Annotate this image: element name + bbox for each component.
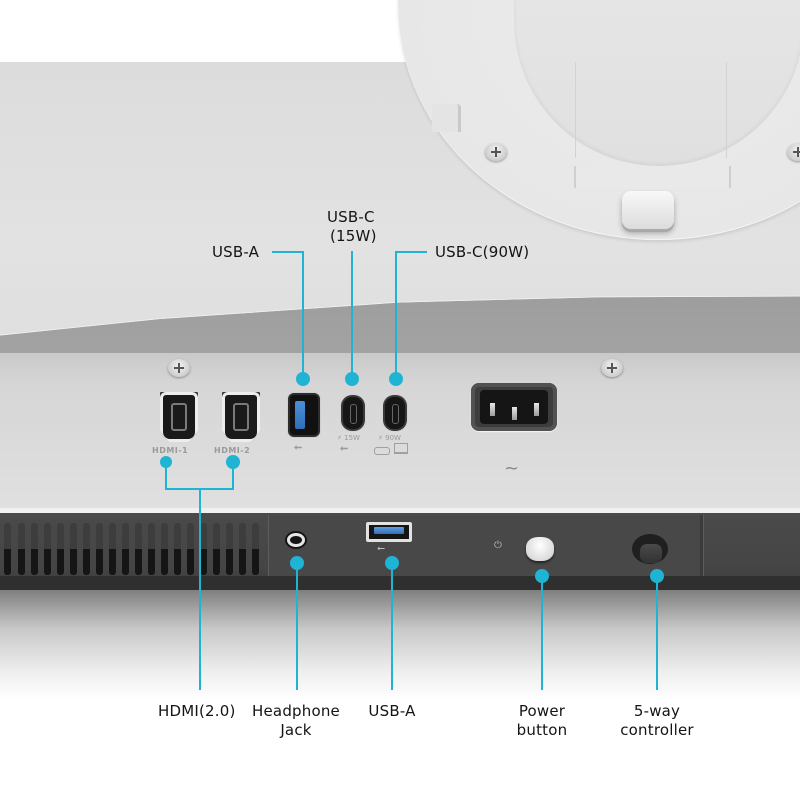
vent-slot — [148, 523, 155, 575]
callout-label-usb-a-rear: USB-A — [212, 243, 260, 261]
five-way-controller[interactable] — [640, 544, 662, 562]
usb-c-90w-port[interactable] — [385, 397, 405, 429]
usb-c-15w-port[interactable] — [343, 397, 363, 429]
vent-slot — [213, 523, 220, 575]
power-icon: ⏻ — [494, 540, 502, 551]
vent-slot — [226, 523, 233, 575]
inlet-pin — [534, 403, 539, 416]
screw-icon — [485, 143, 507, 161]
vent-slot — [161, 523, 168, 575]
stand-seam — [726, 62, 727, 158]
callout-label-power-line1: Power — [518, 702, 566, 720]
callout-line — [272, 251, 304, 253]
rim-highlight — [0, 508, 800, 513]
vent-slot — [18, 523, 25, 575]
inlet-pin — [490, 403, 495, 416]
callout-label-headphone-line1: Headphone — [252, 702, 340, 720]
rim-divider — [700, 515, 704, 577]
callout-line — [232, 462, 234, 489]
callout-line — [199, 488, 201, 690]
callout-line — [165, 462, 167, 489]
callout-dot — [345, 372, 359, 386]
vent-slot — [44, 523, 51, 575]
screw-icon — [601, 359, 623, 377]
vent-slot — [70, 523, 77, 575]
callout-label-usb-c-15w-line2: (15W) — [330, 227, 377, 245]
screw-icon — [168, 359, 190, 377]
rim-edge — [0, 576, 800, 590]
vent-slot — [135, 523, 142, 575]
callout-line — [395, 251, 397, 379]
usb-a-front-port[interactable] — [366, 522, 412, 542]
callout-label-usb-c-90w: USB-C(90W) — [435, 243, 530, 261]
power-button[interactable] — [526, 537, 554, 561]
hdmi-1-caption: HDMI-1 — [152, 446, 189, 455]
callout-label-headphone-line2: Jack — [280, 721, 312, 739]
headphone-jack[interactable] — [287, 533, 305, 547]
callout-label-usb-a-front: USB-A — [368, 702, 416, 720]
vent-slot — [122, 523, 129, 575]
stand-release-button[interactable] — [622, 191, 674, 229]
vent-slot — [96, 523, 103, 575]
vent-slot — [174, 523, 181, 575]
callout-line — [296, 563, 298, 690]
callout-dot — [389, 372, 403, 386]
screw-icon — [787, 143, 800, 161]
callout-dot — [296, 372, 310, 386]
callout-label-usb-c-15w-line1: USB-C — [327, 208, 375, 226]
vent-slot — [109, 523, 116, 575]
usb-a-rear-port[interactable] — [290, 395, 318, 435]
stand-notch — [432, 104, 461, 132]
callout-line — [541, 576, 543, 690]
callout-line — [395, 251, 427, 253]
callout-label-controller-line2: controller — [620, 721, 694, 739]
hdmi-1-port[interactable] — [160, 392, 198, 442]
vent-slot — [200, 523, 207, 575]
vent-slot — [252, 523, 259, 575]
usb-icon: ⭠ — [294, 442, 303, 453]
callout-label-hdmi: HDMI(2.0) — [158, 702, 236, 720]
laptop-icon — [394, 443, 408, 454]
vent-slot — [187, 523, 194, 575]
usb-icon: ⭠ — [340, 443, 349, 454]
usb-c-icon — [374, 447, 390, 455]
floor-shadow — [0, 590, 800, 700]
callout-label-power-line2: button — [516, 721, 568, 739]
callout-line — [656, 576, 658, 690]
vent-slot — [4, 523, 11, 575]
control-recess — [268, 515, 702, 578]
vent-slot — [83, 523, 90, 575]
callout-line — [302, 251, 304, 379]
vent-slot — [57, 523, 64, 575]
hdmi-2-port[interactable] — [222, 392, 260, 442]
ac-symbol: ~ — [504, 458, 520, 479]
callout-line — [351, 251, 353, 379]
vent-slot — [31, 523, 38, 575]
callout-label-controller-line1: 5-way — [633, 702, 681, 720]
hdmi-2-caption: HDMI-2 — [214, 446, 251, 455]
usb-icon: ⭠ — [377, 543, 385, 554]
usb-c-90w-power-caption: ⚡ 90W — [378, 434, 401, 442]
usb-c-15w-power-caption: ⚡ 15W — [337, 434, 360, 442]
inlet-pin — [512, 407, 517, 420]
stand-tab — [574, 166, 731, 188]
vent-slot — [239, 523, 246, 575]
stand-seam — [575, 62, 576, 158]
callout-line — [391, 563, 393, 690]
